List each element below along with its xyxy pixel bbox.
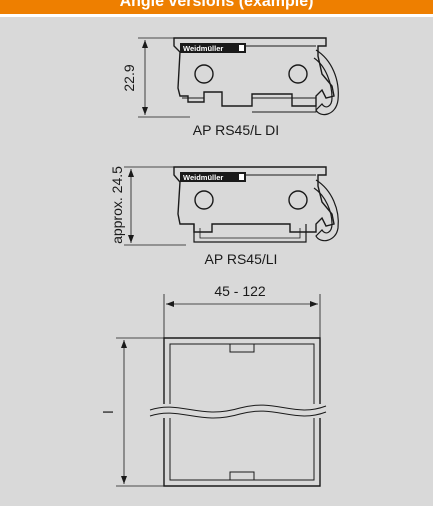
header-divider [0,14,433,17]
header-title: Angle versions (example) [119,0,314,10]
profile-2-name: AP RS45/LI [205,251,278,267]
profile-2-logo-text: Weidmüller [183,173,223,182]
profile-2-height-label: approx. 24.5 [109,166,125,244]
plan-view-drawing [116,294,327,487]
profile-1-logo: Weidmüller [180,43,246,53]
profile-2-logo: Weidmüller [180,172,246,182]
plan-width-label: 45 - 122 [214,283,266,299]
plan-length-label: l [100,410,116,413]
profile-1-logo-text: Weidmüller [183,44,223,53]
profile-1-name: AP RS45/L DI [193,122,279,138]
profile-1-height-label: 22.9 [121,64,137,91]
header-bar: Angle versions (example) [0,0,433,14]
